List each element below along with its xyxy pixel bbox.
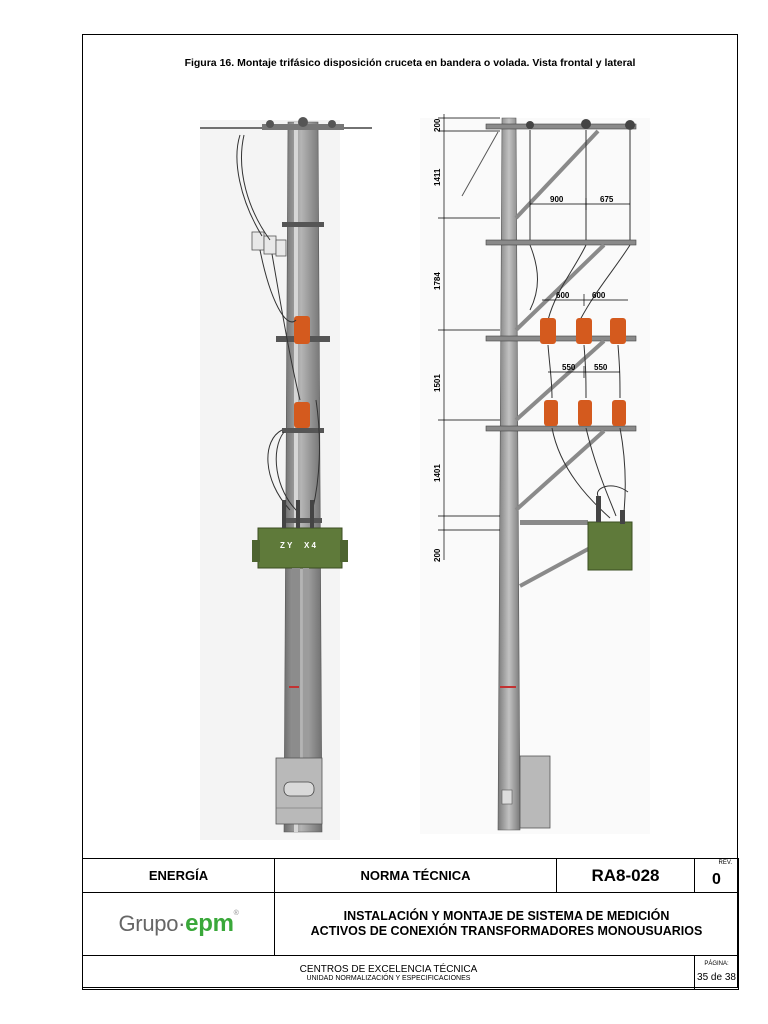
insulator — [625, 120, 635, 130]
crossarm — [485, 425, 637, 432]
dim-vertical: 200 — [433, 548, 442, 562]
surge-arrester — [578, 400, 592, 426]
front-meter-box — [275, 757, 323, 825]
surge-arrester — [540, 318, 556, 344]
dim-horizontal: 550 — [594, 363, 608, 372]
surge-arrester — [576, 318, 592, 344]
dim-horizontal: 600 — [592, 291, 606, 300]
dim-horizontal: 900 — [550, 195, 564, 204]
dim-horizontal: 550 — [562, 363, 576, 372]
title-block: ENERGÍA NORMA TÉCNICA RA8-028 REV. 0 Gru… — [82, 858, 739, 990]
center-name: CENTROS DE EXCELENCIA TÉCNICA — [299, 963, 478, 975]
dim-horizontal: 675 — [600, 195, 614, 204]
center-sub: UNIDAD NORMALIZACIÓN Y ESPECIFICACIONES — [306, 974, 471, 982]
page-number: 35 de 38 — [697, 971, 736, 983]
fuse-cutouts — [251, 231, 287, 257]
side-view: 200 1411 1784 1501 1401 200 900 675 600 … — [420, 114, 650, 834]
insulator — [266, 120, 274, 128]
dim-vertical: 200 — [433, 118, 442, 132]
figure-title: Figura 16. Montaje trifásico disposición… — [184, 57, 636, 69]
surge-arrester — [294, 402, 310, 428]
rev-value: 0 — [712, 870, 721, 888]
dim-horizontal: 600 — [556, 291, 570, 300]
side-meter-box — [501, 755, 551, 829]
grupo-epm-logo: Grupo·epm® — [118, 910, 239, 937]
surge-arrester — [544, 400, 558, 426]
dim-vertical: 1401 — [433, 464, 442, 482]
logo-cell: Grupo·epm® — [82, 892, 275, 956]
crossarm — [485, 123, 637, 130]
page-cell: PÁGINA: 35 de 38 — [694, 955, 739, 990]
surge-arrester — [612, 400, 626, 426]
revision-cell: REV. 0 — [694, 858, 739, 893]
crossarm — [485, 239, 637, 246]
surge-arrester — [610, 318, 626, 344]
front-transformer: Z Y X 4 — [252, 500, 348, 569]
area-label: ENERGÍA — [82, 858, 275, 893]
insulator — [526, 121, 534, 129]
side-pole — [497, 117, 521, 831]
surge-arrester — [294, 316, 310, 344]
insulator — [328, 120, 336, 128]
rev-label: REV. — [718, 860, 732, 866]
dim-vertical: 1784 — [433, 272, 442, 290]
front-view: Z Y X 4 — [200, 117, 372, 840]
insulator — [298, 117, 308, 127]
transformer-label: Z Y — [280, 541, 293, 550]
insulator — [581, 119, 591, 129]
crossarm — [485, 335, 637, 342]
transformer-label: X 4 — [304, 541, 317, 550]
document-title: INSTALACIÓN Y MONTAJE DE SISTEMA DE MEDI… — [274, 892, 739, 956]
center-cell: CENTROS DE EXCELENCIA TÉCNICA UNIDAD NOR… — [82, 955, 695, 990]
doc-type: NORMA TÉCNICA — [274, 858, 557, 893]
dim-vertical: 1501 — [433, 374, 442, 392]
page-label: PÁGINA: — [704, 960, 729, 967]
dim-vertical: 1411 — [433, 168, 442, 186]
doc-code: RA8-028 — [556, 858, 695, 893]
side-transformer — [520, 485, 633, 571]
pole-drawing: Z Y X 4 — [200, 114, 650, 840]
